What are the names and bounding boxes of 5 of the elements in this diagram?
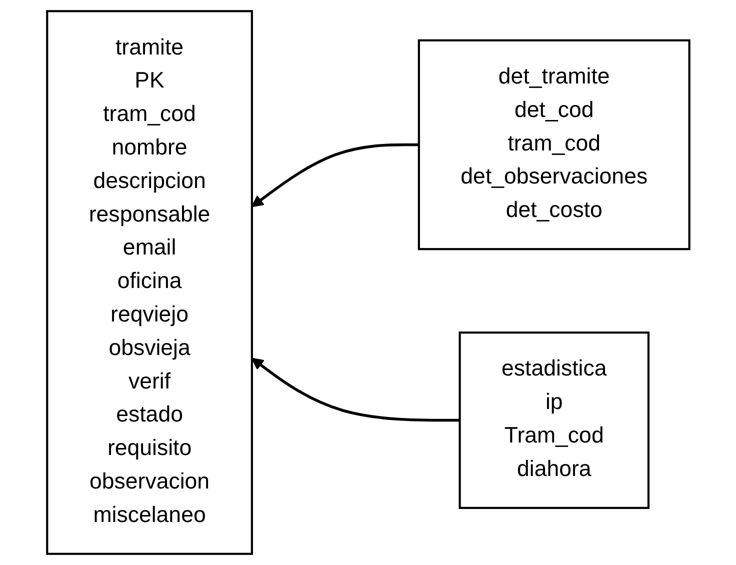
node-box: det_tramite det_cod tram_cod det_observaciones det_costo (418, 39, 690, 250)
node-box: estadistica ip Tram_cod diahora (458, 332, 650, 509)
arrow (251, 358, 460, 422)
node-box: tramite PK tram_cod nombre descripcion responsable email oficina reqviejo obsvieja verif estado requisito observacion miscelaneo (46, 10, 253, 555)
arrow (251, 143, 419, 208)
